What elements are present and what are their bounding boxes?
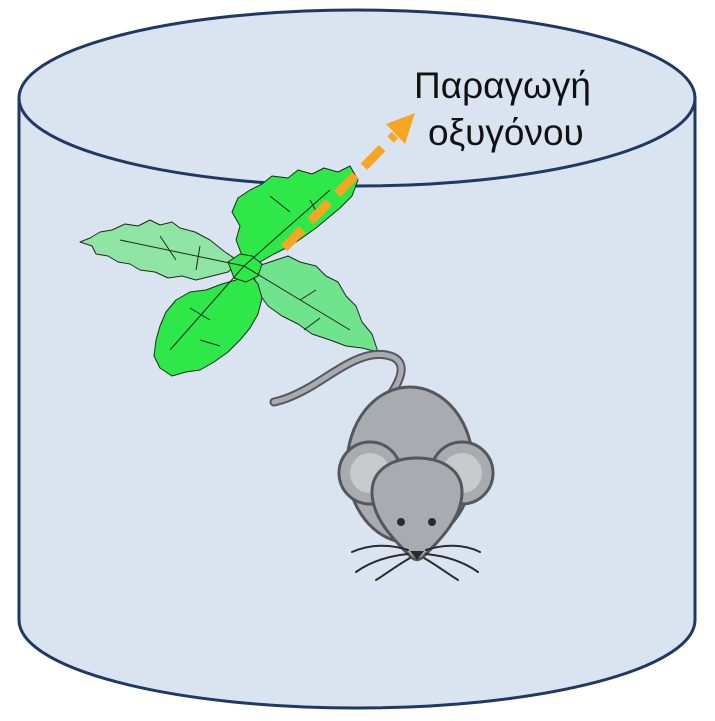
oxygen-label-line-1: Παραγωγή — [414, 67, 591, 104]
jar-top-ellipse — [19, 10, 695, 186]
mouse-eye-left — [397, 518, 405, 526]
mouse-eye-right — [428, 518, 436, 526]
oxygen-label-line-2: οξυγόνου — [428, 114, 584, 151]
jar-body — [19, 98, 695, 708]
